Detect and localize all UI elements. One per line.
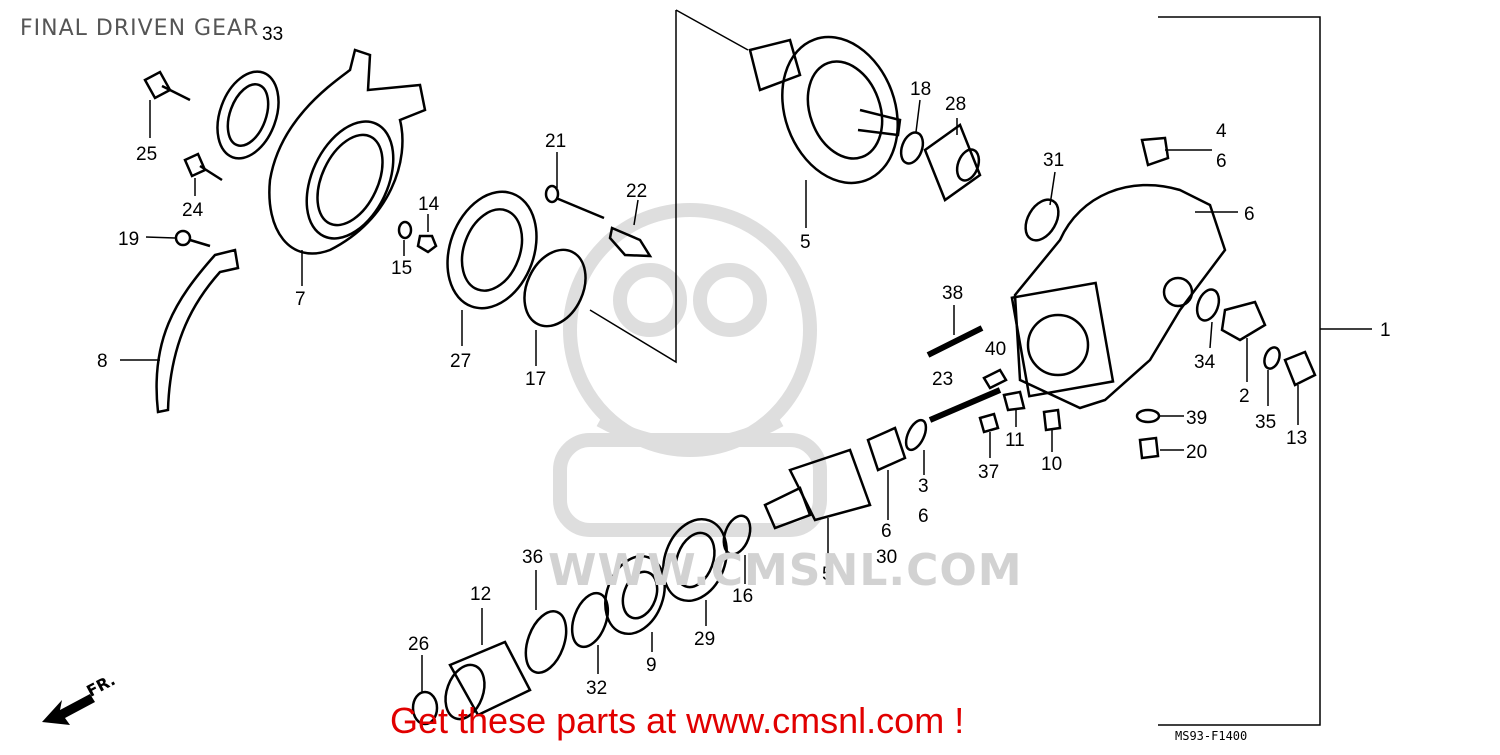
callout-6-bearing: 6 [881, 521, 892, 542]
part-nut-14 [416, 234, 438, 254]
part-bearing-13 [1283, 350, 1317, 387]
callout-23: 23 [932, 369, 953, 390]
part-cap-4 [1140, 136, 1170, 167]
callout-5-pinion: 5 [822, 564, 833, 585]
callout-30: 30 [876, 547, 897, 568]
page-title: FINAL DRIVEN GEAR [20, 16, 260, 41]
part-stud-38 [926, 325, 984, 358]
callout-29: 29 [694, 629, 715, 650]
part-shim-18 [899, 131, 925, 165]
part-number-labels: 33 25 24 19 8 7 21 22 14 15 27 17 5 18 2… [97, 24, 1391, 699]
callout-1: 1 [1380, 320, 1391, 341]
callout-6-case: 6 [1244, 204, 1255, 225]
part-shim-34 [1195, 288, 1221, 322]
part-bearing-27 [446, 190, 538, 310]
part-washer-39 [1135, 408, 1161, 424]
callout-8: 8 [97, 351, 108, 372]
callout-9: 9 [646, 655, 657, 676]
part-joint-12 [444, 640, 532, 721]
callout-36: 36 [522, 547, 543, 568]
callout-18: 18 [910, 79, 931, 100]
callout-26: 26 [408, 634, 429, 655]
callout-13: 13 [1286, 428, 1307, 449]
callout-7: 7 [295, 289, 306, 310]
part-dowel-40 [982, 368, 1008, 390]
part-seal-26 [411, 690, 439, 726]
callout-16: 16 [732, 586, 753, 607]
callout-12: 12 [470, 584, 491, 605]
part-bolt-20 [1138, 436, 1160, 460]
watermark-url: WWW.CMSNL.COM [548, 545, 1023, 596]
callout-37: 37 [978, 462, 999, 483]
promo-link-text[interactable]: Get these parts at www.cmsnl.com ! [390, 700, 965, 741]
callout-21: 21 [545, 131, 566, 152]
part-bolt-21 [544, 184, 605, 220]
assembly-bracket [1158, 16, 1321, 726]
callout-38: 38 [942, 283, 963, 304]
callout-20: 20 [1186, 442, 1207, 463]
callout-22: 22 [626, 181, 647, 202]
callout-10: 10 [1041, 454, 1062, 475]
callout-5-ring-gear: 5 [800, 232, 811, 253]
part-holder-7 [268, 48, 427, 255]
part-bearing-28 [923, 123, 982, 202]
part-nut-9 [604, 554, 666, 636]
part-bolt-19 [174, 229, 211, 248]
drawing-code: MS93-F1400 [1175, 729, 1248, 743]
callout-34: 34 [1194, 352, 1216, 373]
callout-6-circlip: 6 [918, 506, 929, 527]
callout-40: 40 [985, 339, 1006, 360]
callout-4: 4 [1216, 121, 1227, 142]
part-circlip-3 [904, 418, 928, 452]
callout-32: 32 [586, 678, 607, 699]
part-shim-32 [570, 591, 610, 649]
part-washer-35 [1263, 346, 1281, 370]
callout-14: 14 [418, 194, 440, 215]
part-washer-15 [397, 220, 413, 240]
part-stud-23 [928, 387, 1002, 423]
leader-lines [120, 99, 1299, 692]
callout-39: 39 [1186, 408, 1207, 429]
callout-11: 11 [1005, 430, 1025, 451]
part-oil-seal-31 [1024, 198, 1060, 242]
part-pinion-5 [763, 448, 872, 530]
part-gear-case-1 [1010, 183, 1227, 410]
sub-assembly-line [589, 9, 749, 364]
callout-15: 15 [391, 258, 412, 279]
part-oil-seal-33 [216, 70, 280, 160]
part-ring-gear-5 [748, 35, 902, 185]
part-bracket-11 [1002, 390, 1026, 412]
part-bracket-10 [1042, 408, 1062, 432]
callout-28: 28 [945, 94, 966, 115]
front-direction-arrow [42, 694, 95, 725]
part-needle-bearing-30 [866, 426, 907, 472]
part-o-ring-36 [524, 610, 568, 674]
callout-27: 27 [450, 351, 471, 372]
callout-3: 3 [918, 476, 929, 497]
callout-2: 2 [1239, 386, 1250, 407]
callout-31: 31 [1043, 150, 1064, 171]
part-bolt-37 [978, 412, 1000, 434]
part-bearing-29 [662, 517, 728, 603]
callout-33: 33 [262, 24, 283, 45]
part-circlip-16 [722, 514, 752, 556]
part-circlip-17 [523, 248, 587, 328]
watermark-logo [553, 203, 827, 537]
part-bolt-25 [143, 70, 191, 102]
callout-35: 35 [1255, 412, 1276, 433]
callout-6-cap: 6 [1216, 151, 1227, 172]
callout-25: 25 [136, 144, 157, 165]
part-bolt-24 [183, 152, 223, 182]
part-collar-22 [608, 226, 653, 258]
part-plate-8 [155, 248, 240, 414]
callout-24: 24 [182, 200, 204, 221]
callout-19: 19 [118, 229, 139, 250]
callout-17: 17 [525, 369, 546, 390]
part-nut-2 [1220, 300, 1267, 342]
